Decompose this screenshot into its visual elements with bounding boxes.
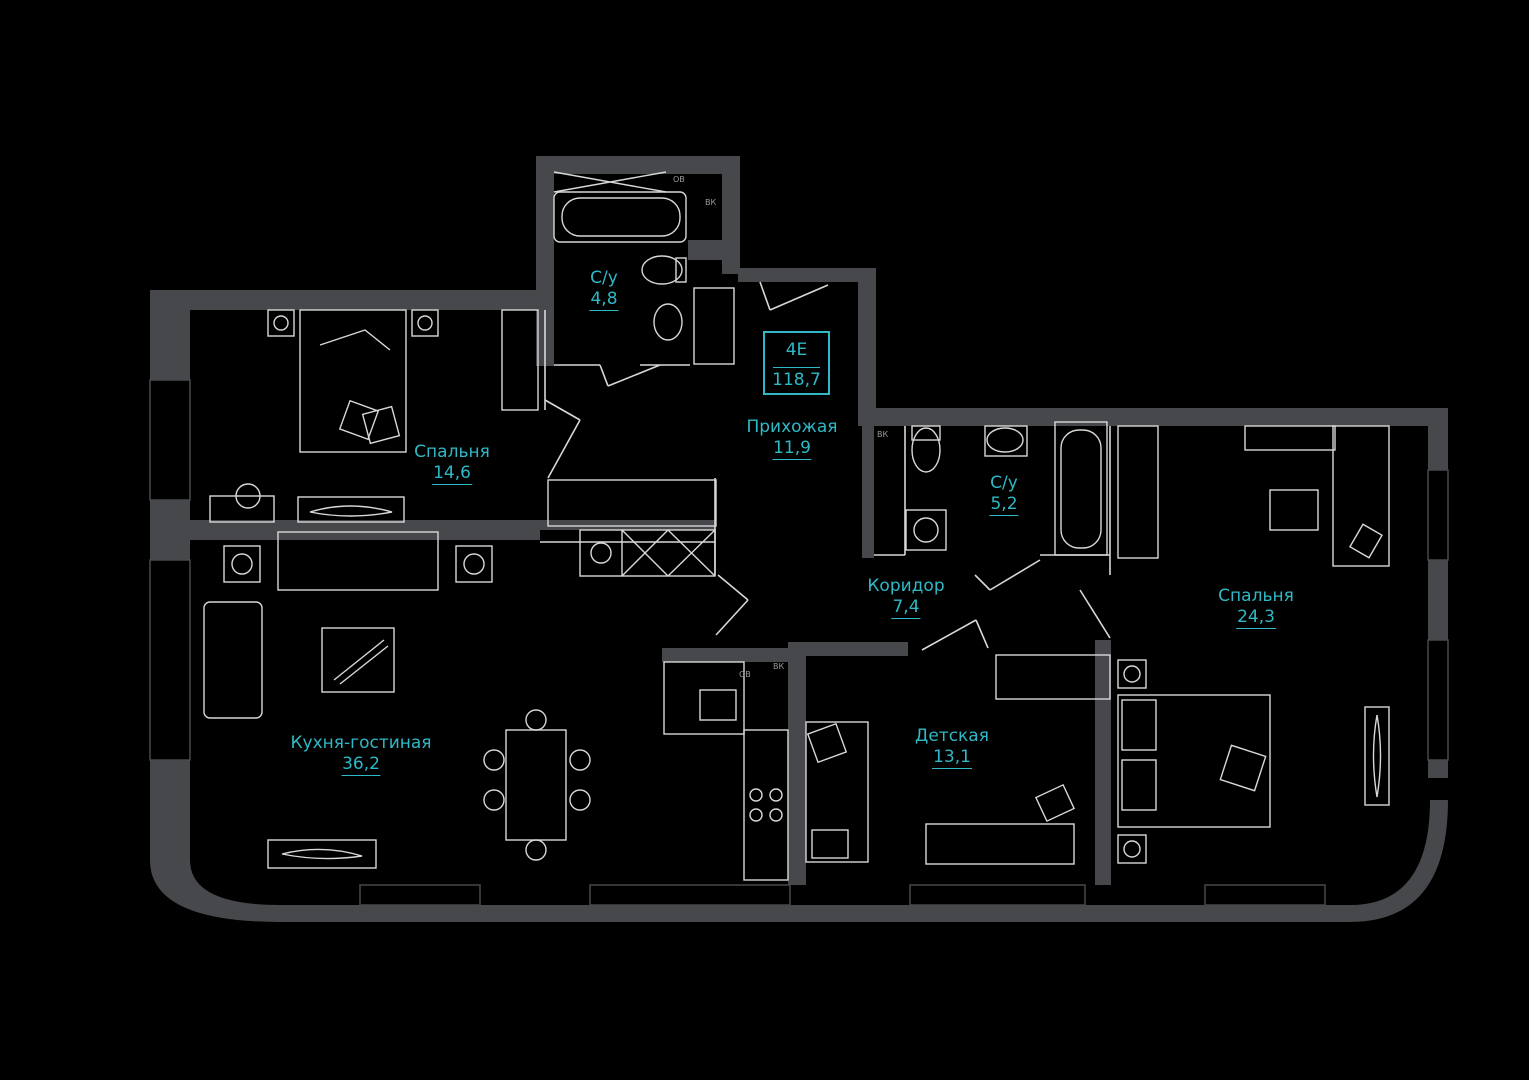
room-area: 7,4 xyxy=(891,597,921,619)
windows xyxy=(149,379,1449,906)
apartment-total-area: 118,7 xyxy=(772,370,821,390)
apartment-code: 4E xyxy=(785,340,808,360)
double-bed xyxy=(299,309,407,453)
room-area: 4,8 xyxy=(589,289,619,311)
tv-stand xyxy=(297,496,405,523)
desk xyxy=(209,495,275,523)
dining-table xyxy=(505,729,567,841)
washing-machine xyxy=(905,509,947,551)
badge-divider xyxy=(773,367,820,368)
partitions xyxy=(540,281,1111,651)
room-area: 24,3 xyxy=(1236,607,1276,629)
room-name: Прихожая xyxy=(746,417,838,437)
room-label-bedroom-1: Спальня 14,6 xyxy=(414,442,490,485)
room-area: 11,9 xyxy=(772,438,812,460)
sink xyxy=(653,303,683,341)
single-bed xyxy=(805,721,869,863)
room-name: Спальня xyxy=(1218,586,1294,606)
room-name: Кухня-гостиная xyxy=(290,733,432,753)
coffee-table xyxy=(321,627,395,693)
room-name: Детская xyxy=(915,726,989,746)
kitchen-counter xyxy=(663,661,745,735)
ventilation-tag: ОВ xyxy=(673,175,685,184)
room-label-bedroom-2: Спальня 24,3 xyxy=(1218,586,1294,629)
room-area: 13,1 xyxy=(932,747,972,769)
room-label-bathroom-2: С/у 5,2 xyxy=(989,473,1019,516)
room-area: 36,2 xyxy=(341,754,381,776)
room-label-corridor: Коридор 7,4 xyxy=(867,576,945,619)
water-riser-tag: ВК xyxy=(877,430,889,439)
room-label-hallway: Прихожая 11,9 xyxy=(746,417,838,460)
room-area: 14,6 xyxy=(432,463,472,485)
room-area: 5,2 xyxy=(989,494,1019,516)
wardrobe xyxy=(501,309,539,411)
water-riser-tag: ВК xyxy=(773,662,785,671)
bathtub xyxy=(553,191,687,243)
room-name: С/у xyxy=(590,268,618,288)
room-label-bathroom-1: С/у 4,8 xyxy=(589,268,619,311)
furniture xyxy=(203,171,1390,881)
toilet xyxy=(641,255,683,285)
walls xyxy=(150,156,1448,922)
apartment-badge: 4E 118,7 xyxy=(763,331,830,395)
room-name: Коридор xyxy=(867,576,945,596)
double-bed-2 xyxy=(1117,694,1271,828)
ventilation-tag: ОВ xyxy=(739,670,751,679)
room-label-kitchen-living: Кухня-гостиная 36,2 xyxy=(290,733,432,776)
room-label-kids-room: Детская 13,1 xyxy=(915,726,989,769)
room-name: Спальня xyxy=(414,442,490,462)
water-riser-tag: ВК xyxy=(705,198,717,207)
room-name: С/у xyxy=(990,473,1018,493)
sofa xyxy=(277,531,439,591)
